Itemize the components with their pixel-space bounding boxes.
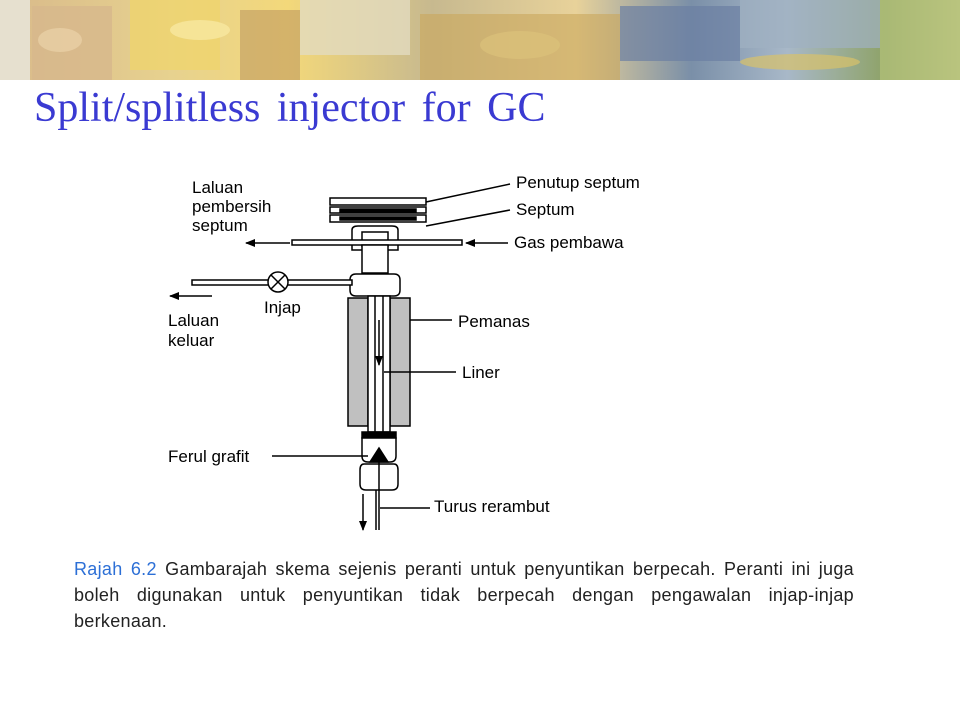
label-outlet-2: keluar: [168, 331, 215, 350]
label-septum-purge-3: septum: [192, 216, 248, 235]
banner-panel-left: [0, 0, 30, 80]
label-septum-cap: Penutup septum: [516, 173, 640, 192]
label-graphite-ferrule: Ferul grafit: [168, 447, 250, 466]
banner-panel-6: [620, 6, 740, 61]
banner-panel-8: [880, 0, 960, 80]
heater-block: [347, 297, 411, 427]
banner-panel-7: [740, 0, 880, 48]
caption-label: Rajah 6.2: [74, 559, 157, 579]
banner-panel-3: [240, 10, 300, 80]
septum-cap: [329, 197, 427, 223]
caption-text: Gambarajah skema sejenis peranti untuk p…: [74, 559, 854, 631]
decorative-banner: [0, 0, 960, 80]
banner-panel-4: [300, 0, 410, 55]
valve-icon: [267, 271, 289, 293]
banner-leaf-4: [740, 54, 860, 70]
slide-title: Split/splitless injector for GC: [34, 85, 546, 131]
label-valve: Injap: [264, 298, 301, 317]
banner-leaf-1: [38, 28, 82, 52]
banner-leaf-2: [170, 20, 230, 40]
graphite-ferrule: [359, 431, 399, 530]
upper-fitting: [349, 244, 401, 297]
figure-caption: Rajah 6.2 Gambarajah skema sejenis peran…: [74, 556, 854, 634]
label-septum-purge-1: Laluan: [192, 178, 243, 197]
label-heater: Pemanas: [458, 312, 530, 331]
label-septum-purge-2: pembersih: [192, 197, 271, 216]
label-outlet-1: Laluan: [168, 311, 219, 330]
label-liner: Liner: [462, 363, 500, 382]
label-carrier-gas: Gas pembawa: [514, 233, 624, 252]
leader-lines: [272, 183, 511, 509]
label-septum: Septum: [516, 200, 575, 219]
banner-leaf-3: [480, 31, 560, 59]
label-capillary-column: Turus rerambut: [434, 497, 550, 516]
